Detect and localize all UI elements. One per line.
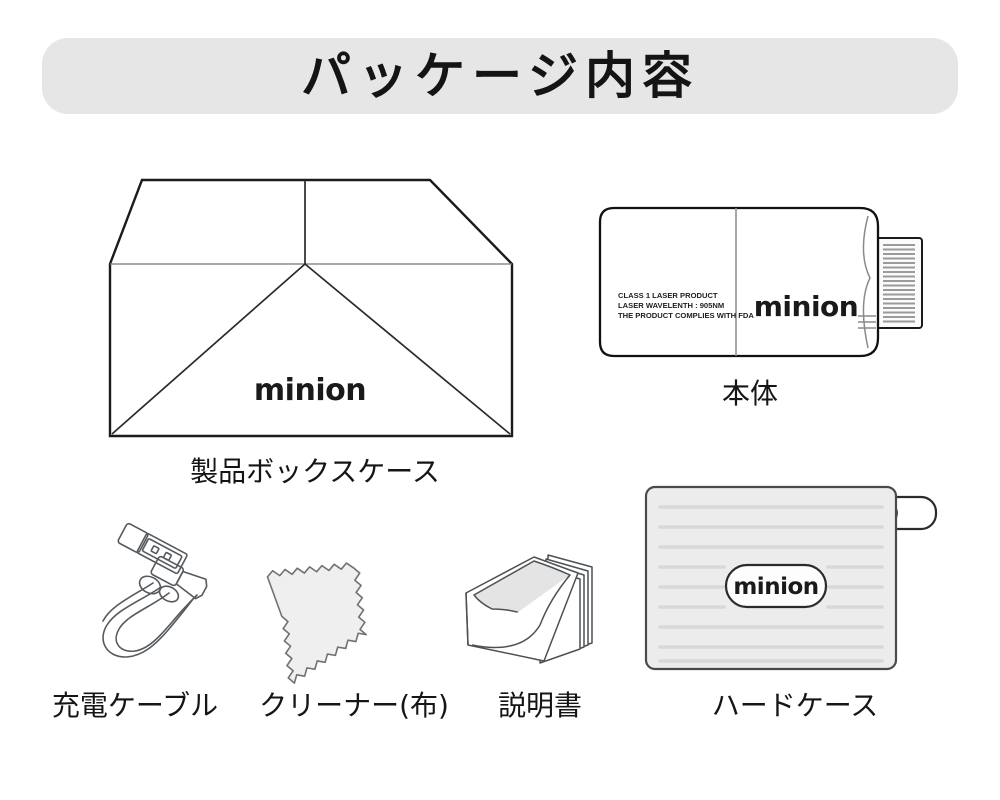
page-title: パッケージ内容 [301, 47, 699, 105]
product-box-brand: minion [254, 373, 366, 408]
hard-case-label: ハードケース [711, 689, 879, 722]
hard-case-badge: minion [724, 563, 828, 609]
device-body-label: 本体 [721, 377, 778, 410]
cleaning-cloth-icon [258, 540, 408, 684]
compliance-line-3: THE PRODUCT COMPLIES WITH FDA [618, 311, 754, 320]
product-box-icon: minion [100, 168, 520, 450]
device-body-icon: CLASS 1 LASER PRODUCT LASER WAVELENTH : … [596, 198, 936, 366]
manual-label: 説明書 [497, 689, 582, 722]
usb-cable-icon [95, 522, 245, 665]
compliance-line-1: CLASS 1 LASER PRODUCT [618, 291, 718, 300]
hard-case-icon: minion [638, 481, 948, 677]
device-cap-icon [875, 237, 923, 329]
product-box-label: 製品ボックスケース [190, 455, 440, 488]
hard-case-brand: minion [733, 574, 818, 600]
compliance-line-2: LASER WAVELENTH : 905NM [618, 301, 724, 310]
cleaning-cloth-label: クリーナー(布) [259, 689, 449, 722]
charging-cable-label: 充電ケーブル [51, 689, 219, 722]
page-title-banner: パッケージ内容 [42, 38, 958, 114]
device-brand: minion [754, 290, 858, 323]
hard-case-texture [658, 505, 884, 663]
manual-booklet-icon [452, 533, 604, 673]
